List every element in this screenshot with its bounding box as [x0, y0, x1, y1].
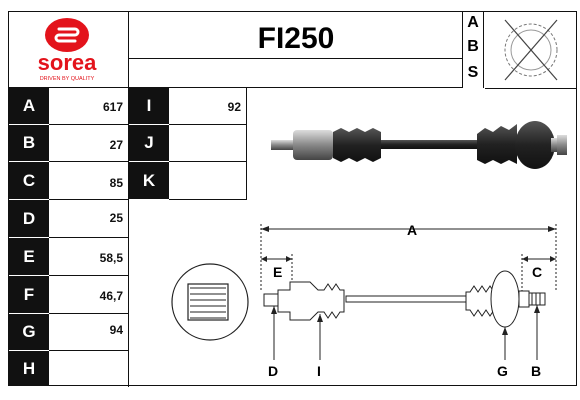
row-value-d: 25 — [109, 211, 123, 225]
row-key-c: C — [9, 162, 49, 200]
abs-column: A B S — [462, 12, 484, 88]
row-key-d: D — [9, 200, 49, 238]
row-key-b: B — [9, 125, 49, 162]
row-value-g: 94 — [109, 323, 123, 337]
row-key-f: F — [9, 276, 49, 314]
row-value-b: 27 — [109, 138, 123, 152]
dim-label-i: I — [317, 363, 321, 379]
spec-sheet: sorea DRIVEN BY QUALITY FI250 A B S A 61… — [8, 11, 577, 387]
row-value-f: 46,7 — [99, 289, 123, 303]
sorea-logo: sorea DRIVEN BY QUALITY — [38, 18, 97, 82]
dim-label-c: C — [532, 264, 543, 280]
dim-label-g: G — [497, 363, 508, 379]
row-key-a: A — [9, 88, 49, 125]
technical-diagram: A E C D I G B — [130, 202, 576, 386]
title-cell: FI250 — [129, 12, 463, 88]
logo-cell: sorea DRIVEN BY QUALITY — [9, 12, 129, 88]
part-code: FI250 — [257, 22, 335, 55]
abs-letter-a: A — [467, 14, 479, 31]
dim-label-b: B — [531, 363, 542, 379]
abs-ring-crossed-icon — [485, 12, 577, 89]
row-key-i: I — [129, 88, 169, 125]
row-value-a: 617 — [102, 100, 123, 114]
row-key-e: E — [9, 238, 49, 276]
row-value-c: 85 — [109, 176, 123, 190]
dim-label-e: E — [273, 264, 283, 280]
product-photo — [255, 102, 570, 192]
row-key-j: J — [129, 125, 169, 162]
brand-name: sorea — [38, 50, 97, 75]
brand-tagline: DRIVEN BY QUALITY — [40, 76, 95, 82]
dim-label-a: A — [407, 222, 418, 238]
row-key-g: G — [9, 314, 49, 351]
row-key-h: H — [9, 351, 49, 386]
row-key-k: K — [129, 162, 169, 200]
abs-letter-b: B — [467, 38, 479, 55]
dim-label-d: D — [268, 363, 279, 379]
abs-letter-s: S — [467, 64, 479, 81]
row-value-e: 58,5 — [99, 251, 123, 265]
row-value-i: 92 — [227, 100, 241, 114]
